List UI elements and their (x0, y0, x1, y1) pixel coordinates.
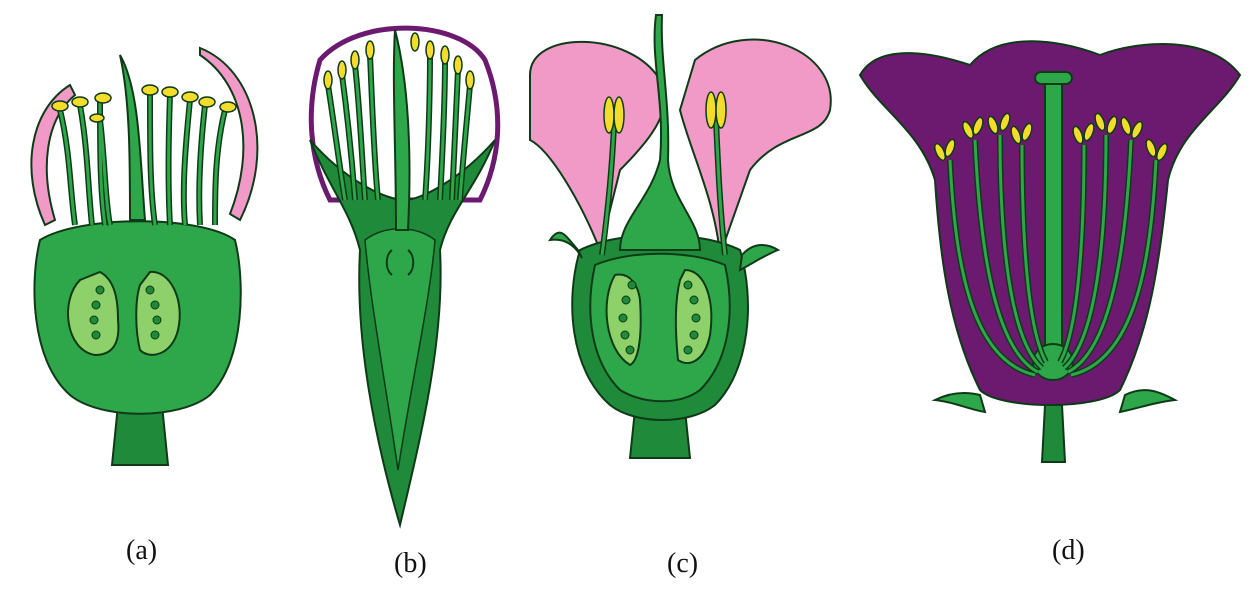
style (1045, 80, 1062, 350)
flower-c: (c) (520, 0, 850, 589)
flower-a-illustration (0, 0, 280, 520)
sepal-right (1120, 390, 1175, 412)
flower-b-illustration (290, 0, 520, 530)
flower-d: (d) (850, 0, 1256, 589)
sepal-left (935, 393, 985, 412)
flower-d-illustration (850, 0, 1256, 520)
caption-b: (b) (394, 548, 427, 580)
flower-b: (b) (290, 0, 520, 589)
sepal-left (550, 233, 582, 258)
flower-a: (a) (0, 0, 280, 589)
locule-left (68, 272, 118, 355)
petal-right (200, 48, 257, 220)
style (120, 55, 145, 220)
caption-d: (d) (1052, 535, 1085, 567)
caption-a: (a) (126, 535, 157, 567)
sepal-right (740, 245, 778, 270)
caption-c: (c) (667, 548, 698, 580)
petal-right (680, 40, 831, 255)
pedicel (1042, 405, 1065, 462)
flower-c-illustration (520, 0, 850, 520)
stigma (1035, 72, 1072, 84)
